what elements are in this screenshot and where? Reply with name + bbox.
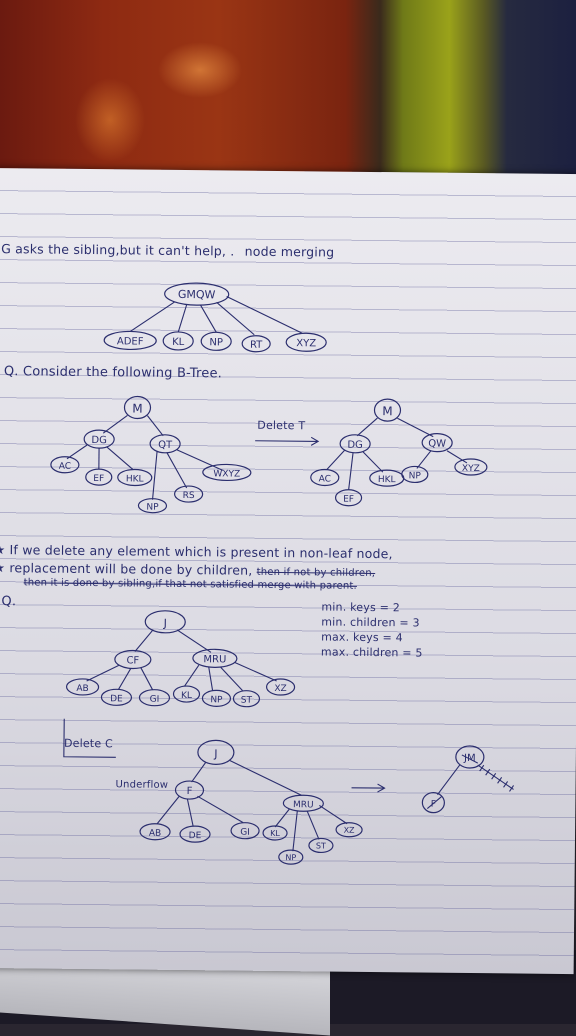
btree-question-diagram: J CF MRU AB DE GI KL NP ST XZ <box>60 607 311 710</box>
star-icon: ★ <box>0 560 5 575</box>
tree5-leaf: AB <box>149 829 161 839</box>
tree1-leaf: XYZ <box>296 338 316 349</box>
tree2-leaf: NP <box>146 503 159 513</box>
tree4-leaf: KL <box>181 691 192 701</box>
tree3-leaf: XYZ <box>462 464 480 474</box>
tree2-leaf: HKL <box>126 474 144 484</box>
note-line-1: ★ If we delete any element which is pres… <box>0 542 393 561</box>
tree1-leaf: ADEF <box>117 336 144 347</box>
tree5-leaf: KL <box>270 829 280 838</box>
tree3-leaf: EF <box>343 495 354 505</box>
tree4-right: MRU <box>203 654 226 665</box>
tree4-leaf: GI <box>150 695 160 705</box>
tree4-leaf: XZ <box>274 684 286 694</box>
tree1-leaf: KL <box>172 337 185 348</box>
tree-merge-diagram: GMQW ADEF KL NP RT XYZ <box>92 277 353 360</box>
note-text-2-struck: then if not by children, <box>257 567 376 579</box>
note-line-3: then it is done by sibling,if that not s… <box>24 577 357 591</box>
tree3-root: M <box>382 404 393 418</box>
tree5-leaf: DE <box>189 831 202 841</box>
tree4-leaf: ST <box>241 696 253 706</box>
constraint-item: max. keys = 4 <box>321 629 423 645</box>
tree3-leaf: NP <box>409 471 422 481</box>
question-2: Q. <box>1 594 16 609</box>
note-line-sibling: G asks the sibling,but it can't help, . … <box>1 241 334 259</box>
tree4-leaf: AB <box>76 684 88 694</box>
btree-before-diagram: M DG QT AC EF HKL NP RS WXYZ <box>40 395 271 517</box>
tree2-right: QT <box>158 440 173 451</box>
note-text-2: replacement will be done by children, <box>9 560 252 578</box>
btree-after-diagram: M DG QW AC EF HKL NP XYZ <box>308 397 509 519</box>
constraints-list: min. keys = 2 min. children = 3 max. key… <box>321 599 423 660</box>
tree5-leaf: GI <box>240 828 250 838</box>
btree-underflow-diagram: J F MRU AB DE GI KL NP ST XZ <box>133 737 364 869</box>
tree2-root: M <box>132 401 143 415</box>
tree5-left: F <box>187 786 193 797</box>
tree2-leaf: RS <box>183 491 195 501</box>
delete-t-label: Delete T <box>257 419 305 433</box>
tree5-right: MRU <box>293 800 314 810</box>
notebook-page: G asks the sibling,but it can't help, . … <box>0 168 576 974</box>
tree2-leaf: WXYZ <box>213 469 240 479</box>
tree1-leaf: RT <box>250 340 263 351</box>
tree5-leaf: XZ <box>344 826 356 835</box>
note-text-1: If we delete any element which is presen… <box>10 542 393 561</box>
tree5-leaf: NP <box>285 853 296 862</box>
tree4-root: J <box>163 617 167 630</box>
star-icon: ★ <box>0 542 5 557</box>
constraint-item: min. children = 3 <box>321 614 423 630</box>
constraint-item: min. keys = 2 <box>321 599 423 615</box>
tree4-left: CF <box>126 655 139 666</box>
tree2-leaf: AC <box>59 462 71 472</box>
tree2-leaf: EF <box>93 474 104 484</box>
tree3-leaf: AC <box>319 474 331 484</box>
delete-c-bracket <box>60 717 120 762</box>
question-1: Q. Consider the following B-Tree. <box>4 364 222 381</box>
tree3-right: QW <box>428 439 446 450</box>
tree3-left: DG <box>347 440 363 451</box>
node-merging-text: node merging <box>245 244 335 260</box>
sibling-text: G asks the sibling,but it can't help, . <box>1 241 234 258</box>
tree3-leaf: HKL <box>378 475 396 485</box>
tree2-left: DG <box>91 435 107 446</box>
btree-merged-sketch: JM F <box>413 742 524 823</box>
tree5-root: J <box>213 747 217 760</box>
tree5-leaf: ST <box>316 841 326 850</box>
arrow-right-icon <box>349 782 389 794</box>
tree1-leaf: NP <box>209 337 223 348</box>
tree4-leaf: NP <box>210 695 223 705</box>
tree4-leaf: DE <box>110 694 123 704</box>
note-line-2: ★ replacement will be done by children, … <box>0 560 375 579</box>
constraint-item: max. children = 5 <box>321 644 423 660</box>
tree1-root: GMQW <box>178 288 216 301</box>
